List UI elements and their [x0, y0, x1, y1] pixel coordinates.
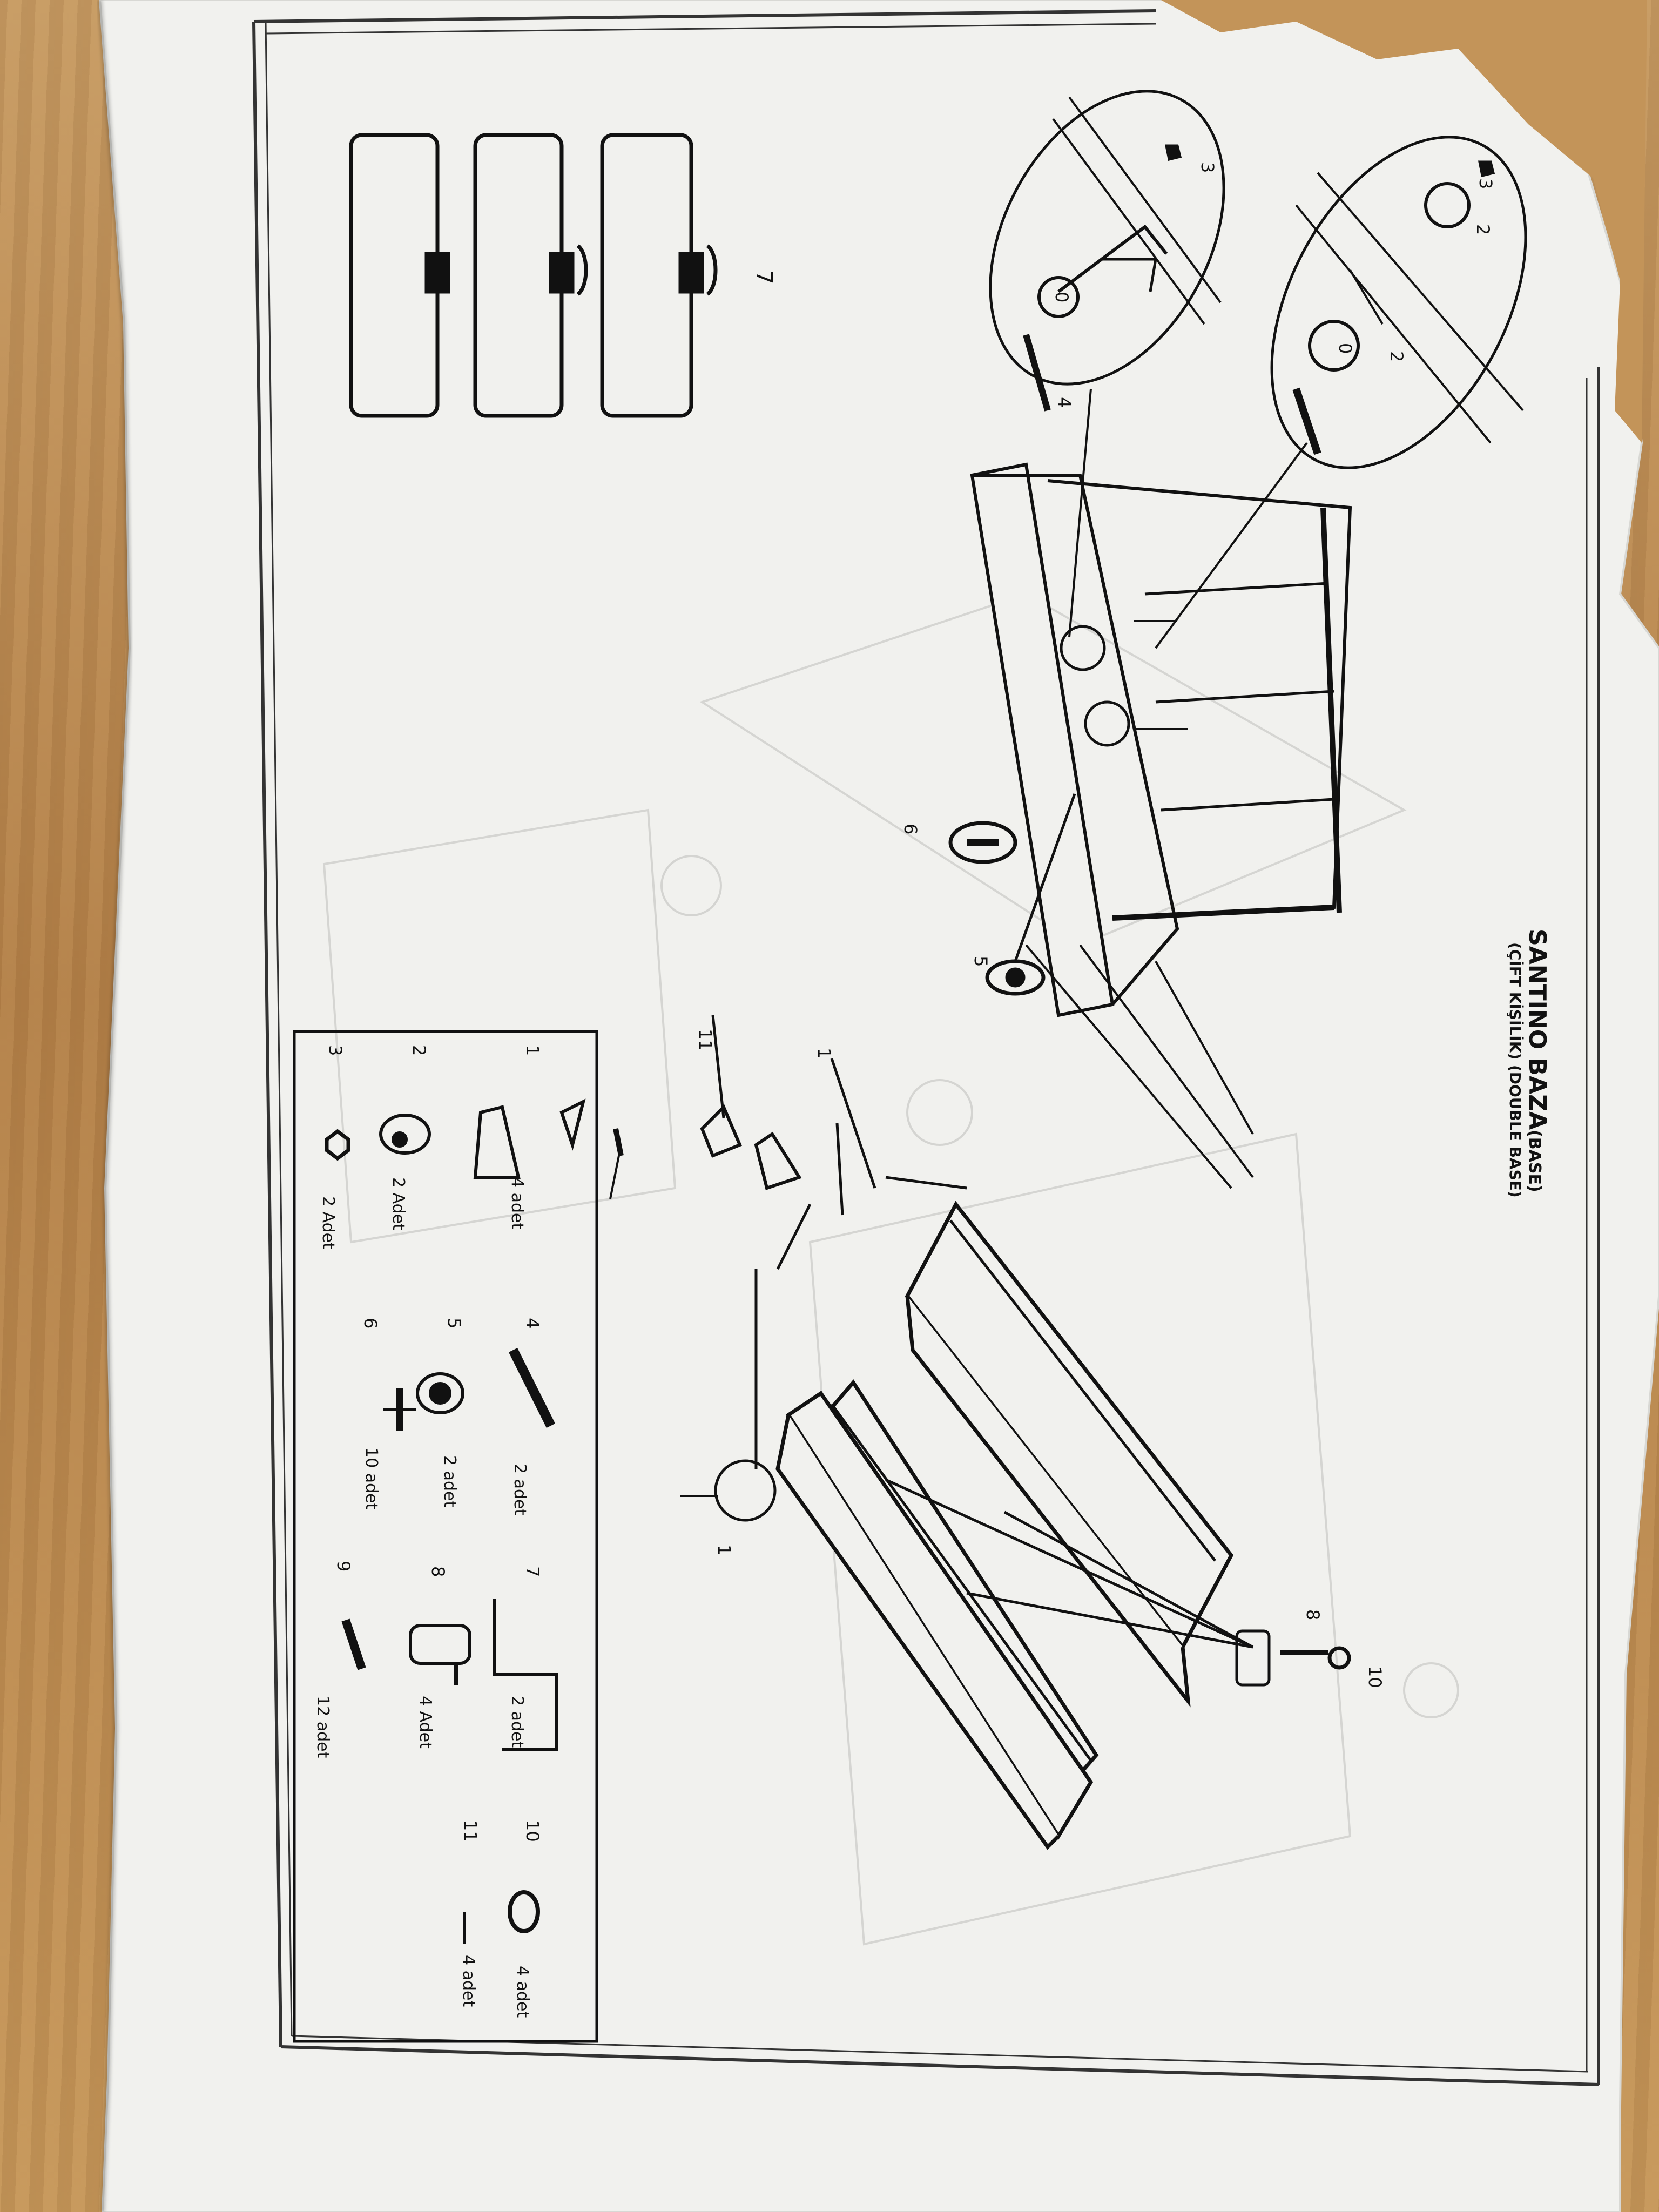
detail-upper-callout-4: 4: [1054, 397, 1075, 408]
part-10-number: 10: [522, 1820, 543, 1842]
detail-lower-callout-3: 3: [1475, 178, 1496, 190]
detail-lower-callout-2b: 2: [1473, 224, 1493, 235]
detail-lower-callout-2a: 2: [1386, 351, 1407, 362]
part-2-number: 2: [409, 1045, 429, 1056]
callout-1-top: 1: [814, 1048, 834, 1059]
part-8-quantity: 4 Adet: [416, 1696, 435, 1749]
part-10-quantity: 4 adet: [513, 1966, 532, 2018]
part-5-quantity: 2 adet: [440, 1455, 459, 1508]
callout-5: 5: [970, 956, 991, 967]
document-title: SANTINO BAZA(BASE): [1523, 929, 1551, 1192]
callout-1-lower: 1: [714, 1545, 734, 1556]
bed-base-frame-drawing: [970, 462, 1352, 1189]
part-7-quantity: 2 adet: [508, 1696, 527, 1748]
bed-base-boxes-drawing: [775, 1201, 1234, 1850]
document-subtitle: (ÇİFT KİŞİLİK) (DOUBLE BASE): [1506, 942, 1524, 1198]
parts-icons: [325, 1098, 586, 1944]
part-4-quantity: 2 adet: [510, 1464, 529, 1516]
part-4-number: 4: [522, 1318, 543, 1329]
part-9-quantity: 12 adet: [313, 1696, 332, 1758]
parts-list-box: [293, 1030, 598, 2043]
glide-callout-detail: [985, 793, 1076, 996]
callout-6: 6: [900, 824, 921, 835]
part-1-quantity: 4 adet: [508, 1177, 527, 1230]
reverse-side-show-through: [322, 592, 1459, 1946]
detail-lower-callout-0: 0: [1335, 343, 1355, 354]
callout-11: 11: [695, 1029, 716, 1051]
part-6-quantity: 10 adet: [362, 1447, 381, 1510]
part-7-number: 7: [522, 1566, 543, 1577]
torn-corner: [1161, 0, 1647, 443]
leg-assembly-drawing: [609, 1015, 1351, 1687]
rivet-callout-detail: [948, 821, 1017, 864]
detail-upper-callout-3: 3: [1197, 162, 1218, 173]
part-8-number: 8: [428, 1566, 448, 1577]
title-text: SANTINO BAZA: [1523, 929, 1551, 1130]
part-6-number: 6: [360, 1318, 381, 1329]
part-5-number: 5: [444, 1318, 464, 1329]
detail-upper-ellipse: [989, 90, 1225, 412]
part-11-number: 11: [460, 1820, 481, 1842]
detail-lower-ellipse: [1270, 136, 1527, 469]
detail-leaders: [1068, 388, 1308, 649]
callout-10: 10: [1365, 1666, 1385, 1688]
part-9-number: 9: [333, 1561, 354, 1572]
part-11-quantity: 4 adet: [459, 1955, 478, 2007]
callout-8: 8: [1303, 1609, 1323, 1621]
part-3-quantity: 2 Adet: [319, 1196, 338, 1249]
callout-7: 7: [751, 270, 778, 285]
detail-upper-callout-0: 0: [1051, 292, 1072, 303]
paper-shadow: [97, 0, 133, 2212]
part-1-number: 1: [522, 1045, 543, 1056]
part-2-quantity: 2 Adet: [389, 1177, 408, 1230]
title-suffix: (BASE): [1525, 1130, 1544, 1192]
storage-drawers-drawing: [349, 133, 718, 418]
part-3-number: 3: [325, 1045, 346, 1056]
